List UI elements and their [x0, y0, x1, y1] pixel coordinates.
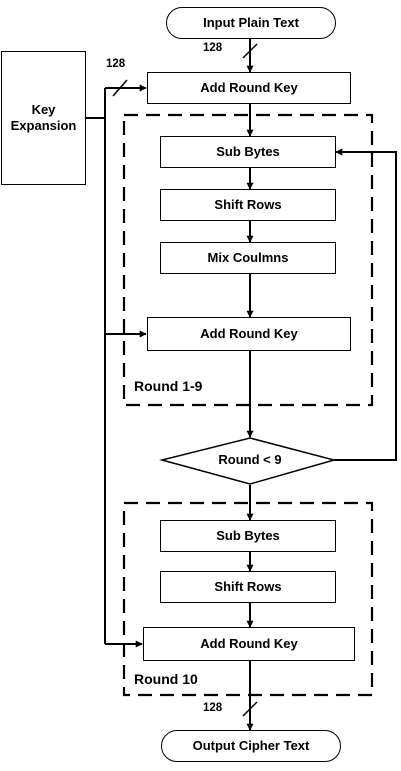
shift-rows-label-2: Shift Rows — [214, 579, 282, 594]
key-expansion-box: Key Expansion — [1, 51, 86, 185]
add-round-key-initial-box: Add Round Key — [147, 72, 351, 104]
output-cipher-text-terminal: Output Cipher Text — [161, 730, 341, 762]
input-plain-text-terminal: Input Plain Text — [166, 7, 336, 39]
add-round-key-loop-label: Add Round Key — [200, 326, 298, 341]
round-check-label: Round < 9 — [218, 452, 282, 467]
key-bus-width-label: 128 — [106, 58, 126, 70]
output-bus-slash — [242, 701, 258, 717]
mix-columns-label: Mix Coulmns — [207, 250, 289, 265]
sub-bytes-box-1: Sub Bytes — [160, 136, 336, 168]
shift-rows-label-1: Shift Rows — [214, 197, 282, 212]
input-bus-slash — [242, 43, 258, 59]
round-1-9-group-border — [122, 113, 374, 407]
input-plain-text-label: Input Plain Text — [203, 15, 299, 30]
shift-rows-box-2: Shift Rows — [160, 571, 336, 603]
key-expansion-label: Key Expansion — [10, 102, 77, 133]
sub-bytes-label-1: Sub Bytes — [216, 144, 280, 159]
round-10-group-border — [122, 501, 374, 697]
mix-columns-box: Mix Coulmns — [160, 242, 336, 274]
input-bus-width-label: 128 — [203, 42, 223, 54]
add-round-key-final-box: Add Round Key — [143, 627, 355, 661]
output-bus-width-label: 128 — [203, 702, 223, 714]
add-round-key-final-label: Add Round Key — [200, 636, 298, 651]
round-1-9-label: Round 1-9 — [134, 378, 203, 394]
output-cipher-text-label: Output Cipher Text — [192, 738, 310, 753]
sub-bytes-box-2: Sub Bytes — [160, 520, 336, 552]
add-round-key-loop-box: Add Round Key — [147, 317, 351, 351]
round-10-label: Round 10 — [134, 671, 198, 687]
sub-bytes-label-2: Sub Bytes — [216, 528, 280, 543]
arrow-loop-back — [334, 148, 397, 461]
shift-rows-box-1: Shift Rows — [160, 189, 336, 221]
add-round-key-initial-label: Add Round Key — [200, 80, 298, 95]
key-bus-slash — [112, 79, 128, 97]
round-check-diamond — [159, 437, 337, 485]
